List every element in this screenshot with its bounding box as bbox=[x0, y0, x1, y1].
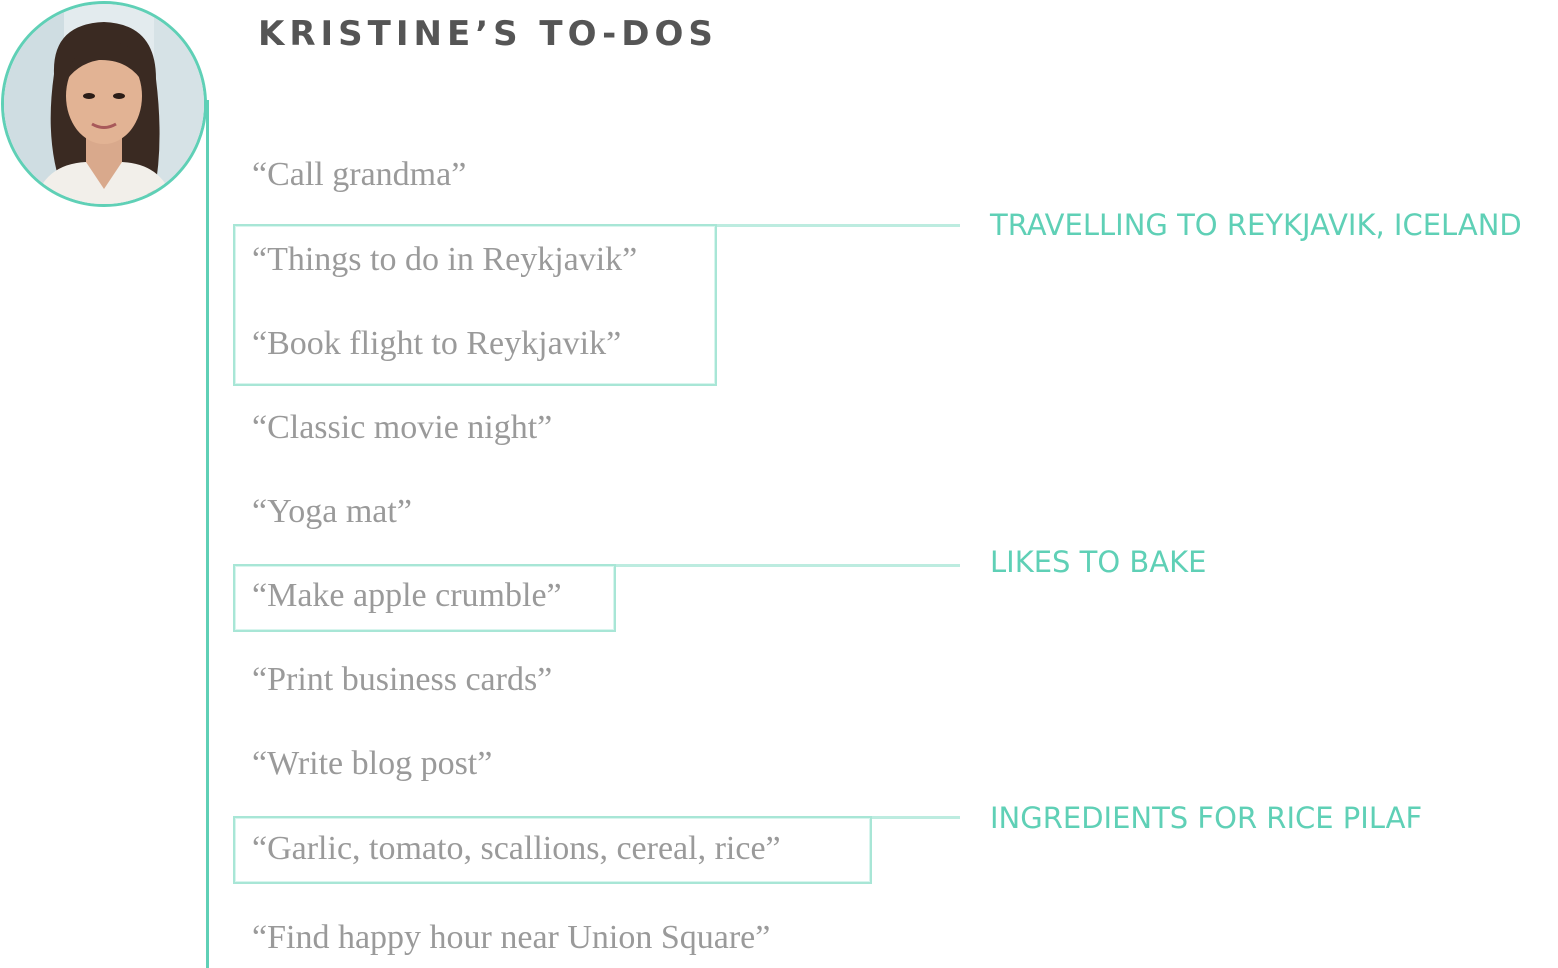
todo-item: “Yoga mat” bbox=[252, 493, 412, 530]
tag-travel: TRAVELLING TO REYKJAVIK, ICELAND bbox=[990, 208, 1522, 242]
connector-line-pilaf bbox=[872, 816, 960, 819]
avatar bbox=[1, 1, 207, 207]
todo-item: “Things to do in Reykjavik” bbox=[252, 241, 638, 278]
todo-item: “Call grandma” bbox=[252, 156, 467, 193]
page-title: KRISTINE’S TO-DOS bbox=[258, 14, 718, 54]
group-box-travel bbox=[233, 224, 717, 386]
todo-item: “Write blog post” bbox=[252, 745, 493, 782]
tag-bake: LIKES TO BAKE bbox=[990, 545, 1207, 579]
timeline-line bbox=[206, 100, 209, 968]
tag-pilaf: INGREDIENTS FOR RICE PILAF bbox=[990, 801, 1423, 835]
todo-item: “Print business cards” bbox=[252, 661, 553, 698]
group-box-pilaf bbox=[233, 816, 872, 884]
todo-item: “Garlic, tomato, scallions, cereal, rice… bbox=[252, 830, 781, 867]
connector-line-travel bbox=[717, 224, 960, 227]
connector-line-bake bbox=[616, 564, 960, 567]
todo-item: “Find happy hour near Union Square” bbox=[252, 919, 771, 956]
group-box-bake bbox=[233, 564, 616, 632]
todo-item: “Classic movie night” bbox=[252, 409, 553, 446]
todo-item: “Make apple crumble” bbox=[252, 577, 562, 614]
todo-item: “Book flight to Reykjavik” bbox=[252, 325, 622, 362]
person-avatar-icon bbox=[4, 4, 204, 204]
